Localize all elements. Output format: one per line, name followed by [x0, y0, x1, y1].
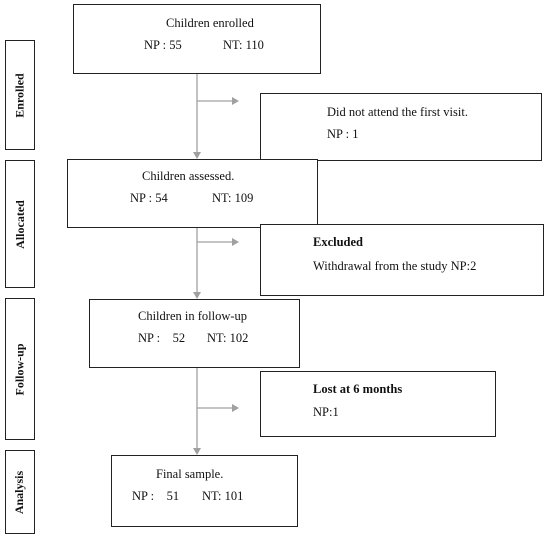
- box-final-sample: Final sample. NP : 51 NT: 101: [111, 455, 298, 527]
- enrolled-title: Children enrolled: [166, 16, 254, 30]
- stage-allocated-label: Allocated: [12, 199, 27, 249]
- followup-title: Children in follow-up: [138, 309, 248, 323]
- excluded-title: Excluded: [313, 235, 364, 249]
- assessed-title: Children assessed.: [142, 169, 235, 183]
- followup-np: NP : 52: [138, 331, 186, 345]
- excluded-detail: Withdrawal from the study NP:2: [313, 259, 477, 273]
- stage-followup: Follow-up: [5, 298, 35, 440]
- box-children-followup: Children in follow-up NP : 52 NT: 102: [89, 299, 300, 368]
- final-np: NP : 51: [132, 489, 180, 503]
- followup-nt: NT: 102: [207, 331, 249, 345]
- assessed-np: NP : 54: [130, 191, 168, 205]
- box-children-enrolled: Children enrolled NP : 55 NT: 110: [73, 4, 321, 74]
- enrolled-nt: NT: 110: [223, 38, 264, 52]
- stage-enrolled-label: Enrolled: [12, 72, 27, 118]
- box-excluded: Excluded Withdrawal from the study NP:2: [260, 224, 544, 296]
- not-attend-title: Did not attend the first visit.: [327, 105, 468, 119]
- lost-title: Lost at 6 months: [313, 382, 403, 396]
- lost-detail: NP:1: [313, 405, 339, 419]
- stage-allocated: Allocated: [5, 160, 35, 288]
- assessed-nt: NT: 109: [212, 191, 254, 205]
- stage-enrolled: Enrolled: [5, 40, 35, 150]
- final-nt: NT: 101: [202, 489, 244, 503]
- box-children-assessed: Children assessed. NP : 54 NT: 109: [67, 159, 318, 228]
- enrolled-np: NP : 55: [144, 38, 182, 52]
- stage-analysis-label: Analysis: [12, 470, 27, 514]
- stage-analysis: Analysis: [5, 450, 35, 534]
- final-title: Final sample.: [156, 467, 224, 481]
- stage-followup-label: Follow-up: [12, 342, 27, 396]
- not-attend-np: NP : 1: [327, 127, 359, 141]
- box-did-not-attend: Did not attend the first visit. NP : 1: [260, 93, 542, 161]
- box-lost-6-months: Lost at 6 months NP:1: [260, 371, 496, 437]
